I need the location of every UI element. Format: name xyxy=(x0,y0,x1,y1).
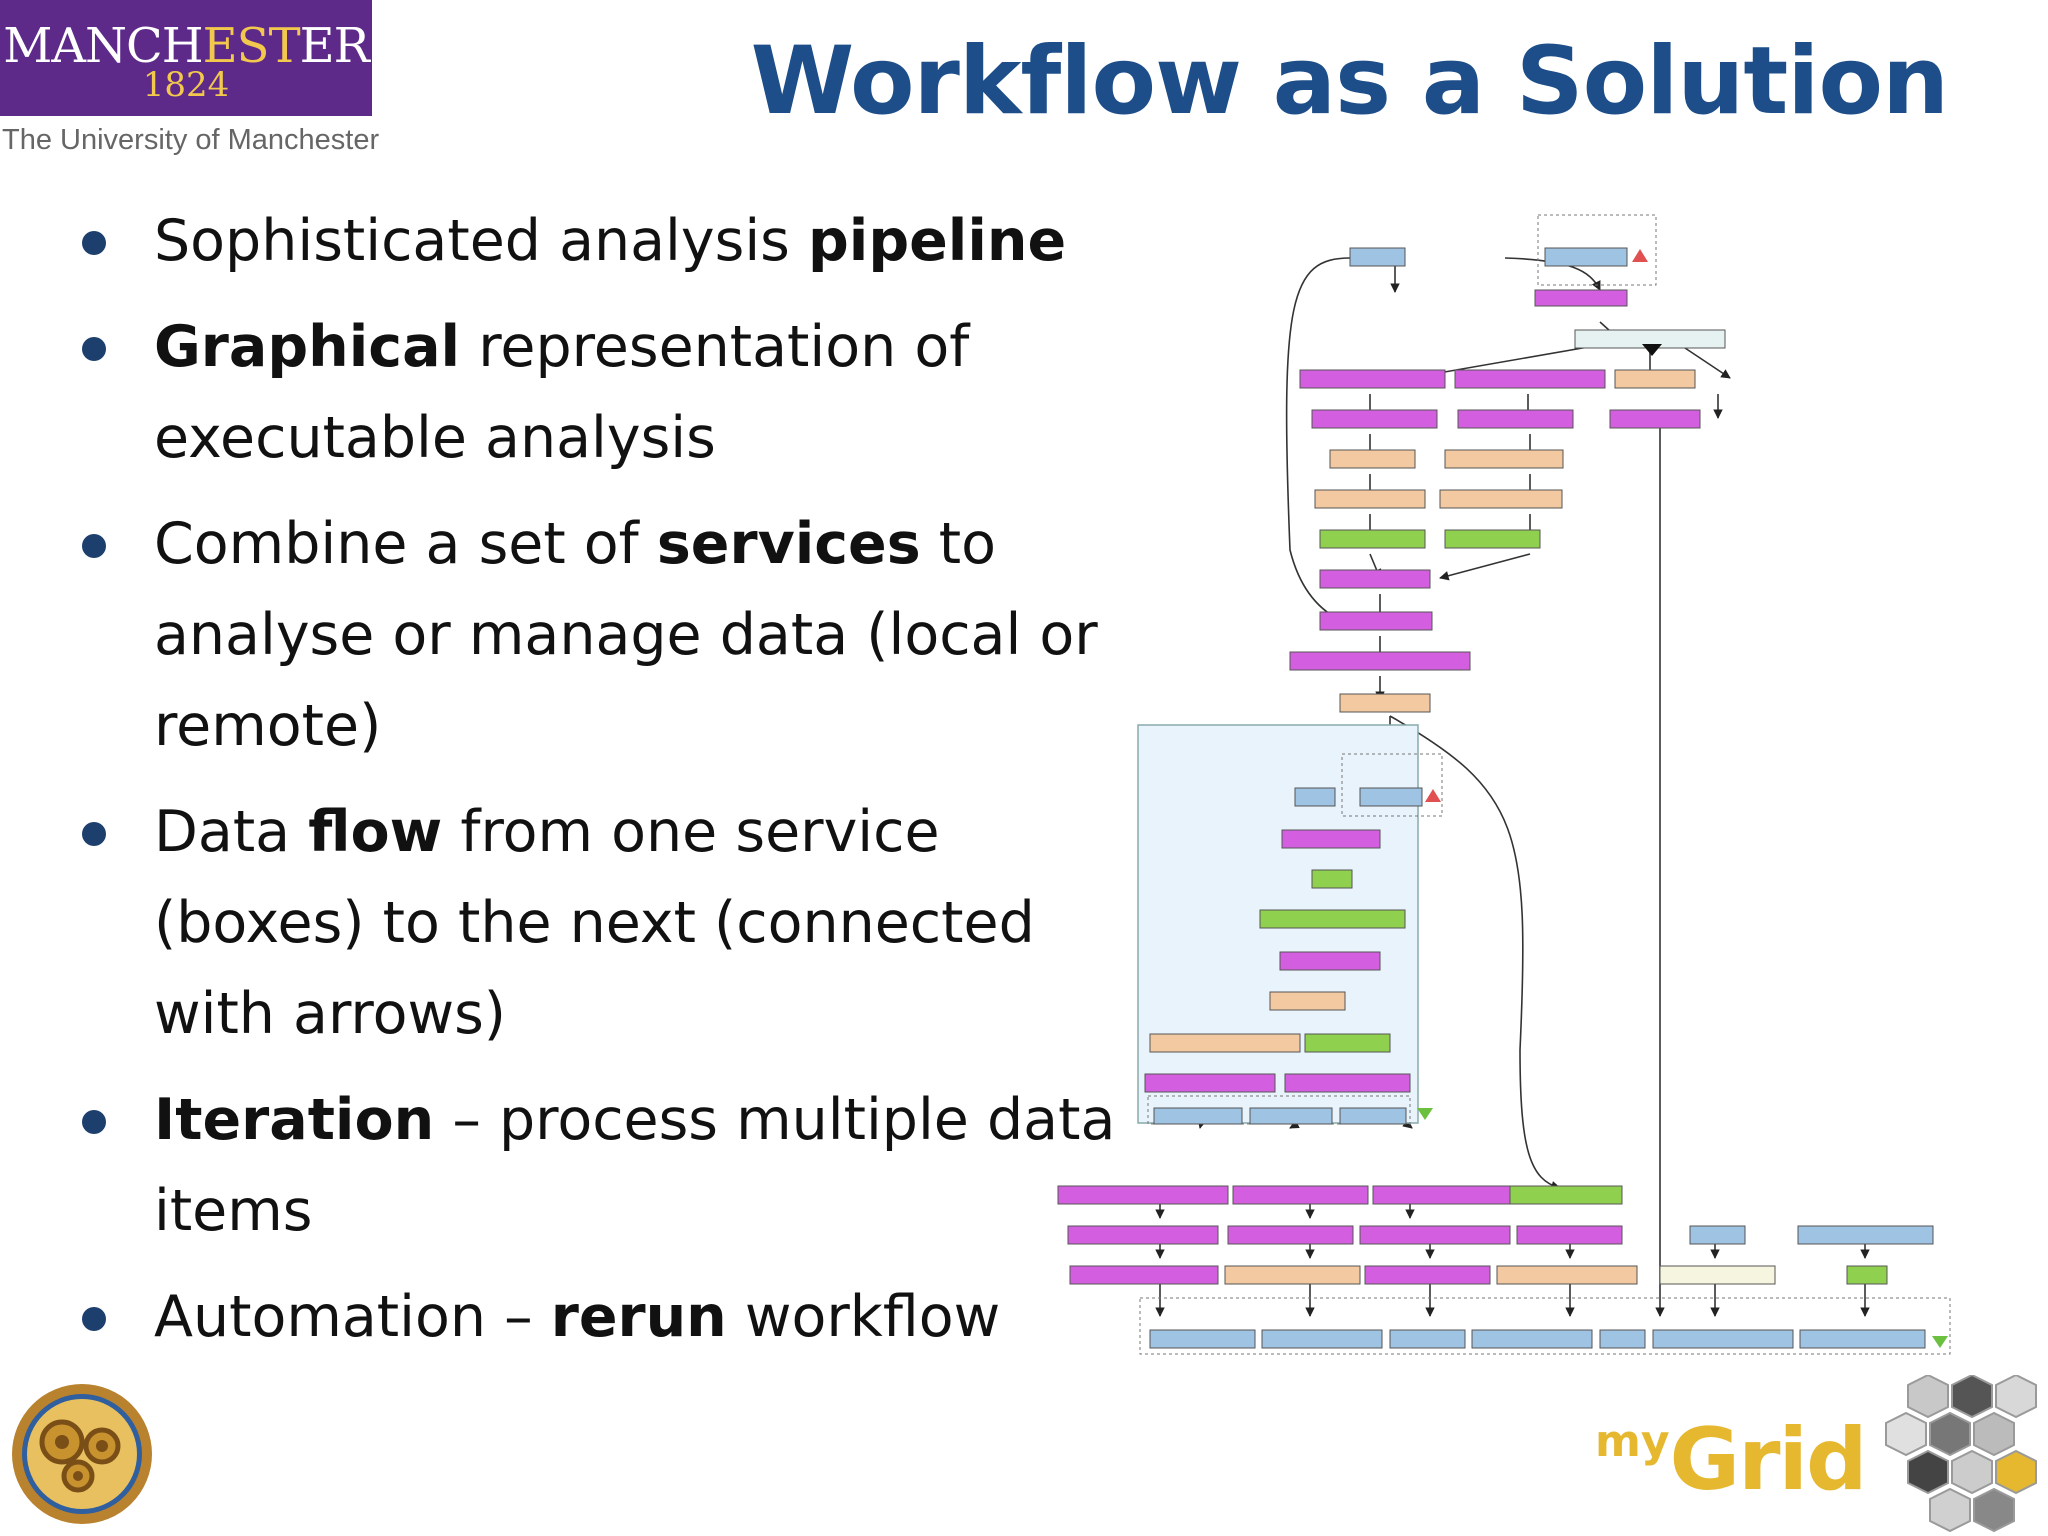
bullet-list: Sophisticated analysis pipeline Graphica… xyxy=(78,196,1128,1378)
bullet-item: Sophisticated analysis pipeline xyxy=(78,196,1128,287)
mygrid-logo: myGrid xyxy=(1595,1410,1868,1510)
slide-title: Workflow as a Solution xyxy=(750,27,1949,136)
bullet-dot xyxy=(82,534,106,558)
bullet-dot xyxy=(82,1110,106,1134)
bullet-item: Automation – rerun workflow xyxy=(78,1272,1128,1363)
bullet-dot xyxy=(82,1307,106,1331)
university-logo: MANCHESTER 1824 xyxy=(0,0,372,116)
bullet-dot xyxy=(82,337,106,361)
mygrid-my: my xyxy=(1595,1416,1670,1467)
university-name: The University of Manchester xyxy=(2,124,380,156)
bullet-dot xyxy=(82,822,106,846)
hexagon-cluster-icon xyxy=(1885,1375,2037,1533)
workflow-diagram xyxy=(1057,214,1951,1355)
bullet-item: Iteration – process multiple data items xyxy=(78,1075,1128,1257)
bullet-item: Combine a set of services to analyse or … xyxy=(78,499,1128,772)
mygrid-grid: Grid xyxy=(1669,1410,1868,1510)
logo-year: 1824 xyxy=(142,65,230,105)
bullet-dot xyxy=(82,231,106,255)
bullet-item: Graphical representation of executable a… xyxy=(78,302,1128,484)
bullet-item: Data flow from one service (boxes) to th… xyxy=(78,787,1128,1060)
taverna-gear-logo xyxy=(12,1384,152,1524)
logo-wordmark: MANCHESTER xyxy=(3,18,370,74)
